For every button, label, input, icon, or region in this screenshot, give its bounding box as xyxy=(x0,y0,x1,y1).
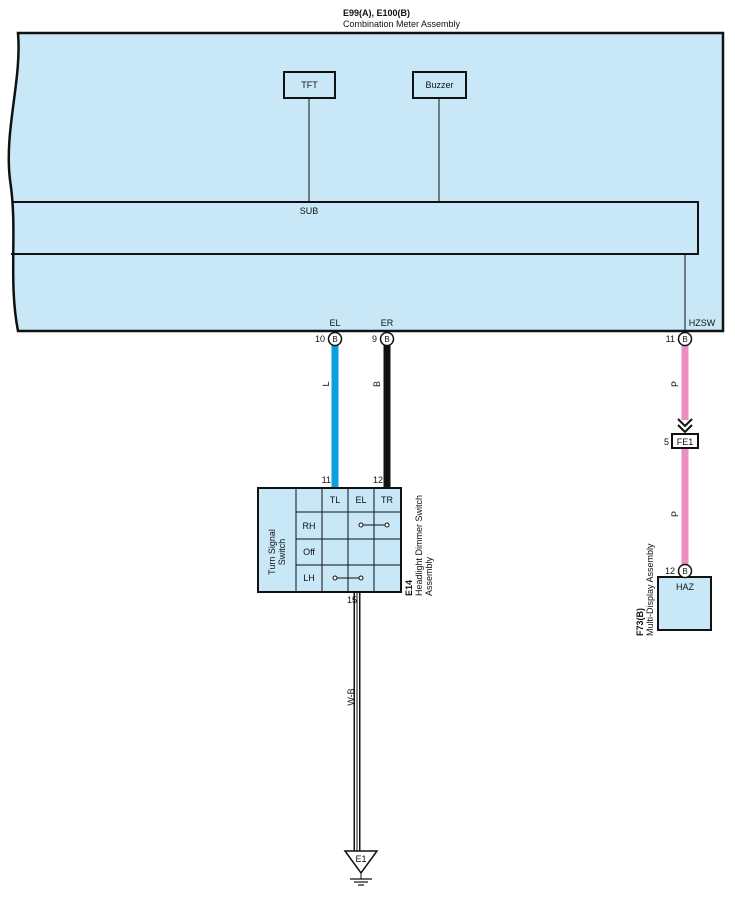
tft-label: TFT xyxy=(301,80,318,90)
wires: L B P P W-B xyxy=(321,345,689,851)
haz-block xyxy=(657,576,712,631)
junction-pin: 5 xyxy=(664,437,669,447)
chevron-down-icon xyxy=(677,418,693,434)
headlight-dimmer-switch: 11 12 TL EL TR RH Off LH Turn Signal Swi… xyxy=(257,475,434,605)
ground-triangle xyxy=(343,850,379,875)
pin-er-terminal xyxy=(379,331,395,347)
pin-er-signal: ER xyxy=(381,318,394,328)
wire-er-code: B xyxy=(372,381,382,387)
switch-group-line2: Switch xyxy=(277,539,287,566)
pin-hzsw-number: 11 xyxy=(666,334,675,344)
display-pin-connector: B xyxy=(682,567,687,576)
pin-er-number: 9 xyxy=(372,334,377,344)
switch-group-line1: Turn Signal xyxy=(267,529,277,575)
meter-connector-ids: E99(A), E100(B) xyxy=(343,8,410,18)
switch-row-lh: LH xyxy=(303,573,315,583)
display-connector-id: F73(B) xyxy=(635,608,645,636)
pin-el-connector: B xyxy=(332,335,337,344)
switch-col-tl: TL xyxy=(330,495,341,505)
pin-hzsw-terminal xyxy=(677,331,693,347)
pin-el-terminal xyxy=(327,331,343,347)
continuity-lh xyxy=(332,575,364,581)
junction-id: FE1 xyxy=(677,437,694,447)
meter-name: Combination Meter Assembly xyxy=(343,19,461,29)
display-pin-terminal xyxy=(677,563,693,579)
sub-label: SUB xyxy=(300,206,319,216)
ground-id: E1 xyxy=(355,854,366,864)
wire-hzsw-lower-code: P xyxy=(670,511,680,517)
switch-body xyxy=(257,487,402,593)
pin-hzsw-connector: B xyxy=(682,335,687,344)
switch-name-line1: Headlight Dimmer Switch xyxy=(414,495,424,596)
combination-meter-assembly: E99(A), E100(B) Combination Meter Assemb… xyxy=(7,8,725,333)
wire-el-code: L xyxy=(321,381,331,386)
switch-pin-el: 11 xyxy=(322,475,331,485)
ground-point-e1: E1 xyxy=(343,850,379,886)
wire-hzsw-upper-code: P xyxy=(670,381,680,387)
switch-name-line2: Assembly xyxy=(424,556,434,596)
pin-er-connector: B xyxy=(384,335,389,344)
junction-connector-fe1: FE1 5 xyxy=(664,418,699,449)
switch-col-el: EL xyxy=(355,495,366,505)
pin-el-signal: EL xyxy=(329,318,340,328)
haz-label: HAZ xyxy=(676,582,695,592)
junction-block xyxy=(671,433,699,449)
continuity-rh xyxy=(358,522,390,528)
meter-body xyxy=(7,31,725,333)
sub-block xyxy=(11,201,699,255)
pin-hzsw-signal: HZSW xyxy=(689,318,716,328)
switch-col-tr: TR xyxy=(381,495,393,505)
pin-el-number: 10 xyxy=(315,334,325,344)
switch-row-off: Off xyxy=(303,547,315,557)
switch-pin-er: 12 xyxy=(373,475,383,485)
buzzer-label: Buzzer xyxy=(425,80,453,90)
switch-row-rh: RH xyxy=(303,521,316,531)
display-name: Multi-Display Assembly xyxy=(645,543,655,636)
switch-pin-ground: 15 xyxy=(347,595,357,605)
multi-display-assembly: HAZ B 12 F73(B) Multi-Display Assembly xyxy=(635,543,712,636)
switch-id: E14 xyxy=(404,580,414,596)
meter-pins: B 10 B 9 B 11 xyxy=(315,331,693,347)
display-pin-number: 12 xyxy=(665,566,675,576)
wire-ground-code: W-B xyxy=(346,688,356,705)
